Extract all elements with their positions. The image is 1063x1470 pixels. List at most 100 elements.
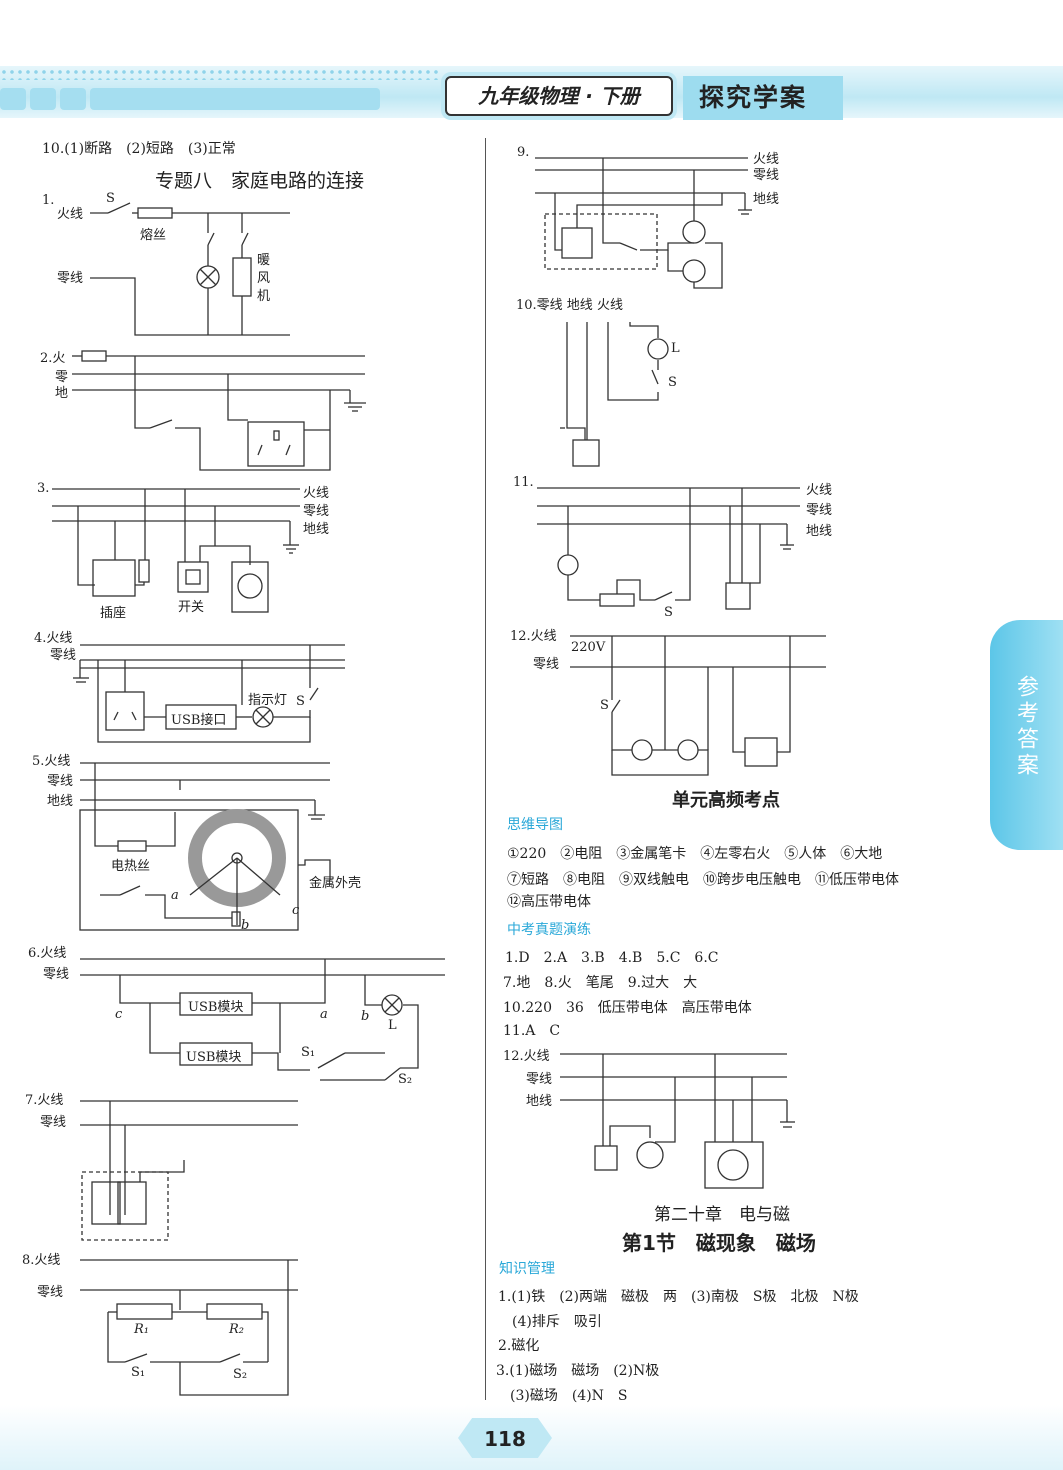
d6-a: a	[320, 1007, 328, 1022]
d6-s1: S₁	[301, 1045, 316, 1060]
mind-map-item: ⑨双线触电	[619, 872, 689, 888]
d8-r2: R₂	[229, 1322, 244, 1337]
mind-map-item: ⑧电阻	[563, 872, 605, 888]
d4-neutral: 零线	[50, 648, 77, 663]
d6-s2: S₂	[398, 1072, 413, 1087]
unit-title: 单元高频考点	[672, 790, 780, 811]
d7-neutral: 零线	[40, 1115, 67, 1130]
d12-switch: S	[600, 698, 609, 713]
circuit-diagram-11	[537, 487, 800, 610]
exam-line-3: 10.220 36 低压带电体 高压带电体	[503, 1000, 752, 1016]
circuit-diagram-2	[72, 350, 366, 471]
exam-line-4: 11.A C	[503, 1023, 561, 1039]
circuit-diagram-12b	[560, 1053, 795, 1189]
book-title: 九年级物理 · 下册	[445, 76, 673, 116]
d6-c: c	[115, 1007, 123, 1022]
d9-live: 火线	[753, 152, 780, 167]
d4-num: 4.火线	[34, 631, 73, 646]
circuit-diagram-8	[80, 1259, 298, 1396]
d11-num: 11.	[513, 475, 534, 490]
mind-map-item: ④左零右火	[700, 846, 771, 862]
d8-neutral: 零线	[37, 1285, 64, 1300]
d5-num: 5.火线	[32, 754, 71, 769]
page-number: 118	[458, 1418, 552, 1458]
d10-num: 10.零线 地线 火线	[516, 298, 623, 313]
chapter-title: 第二十章 电与磁	[654, 1205, 790, 1225]
d7-num: 7.火线	[25, 1093, 64, 1108]
d5-metal-shell: 金属外壳	[309, 876, 362, 891]
d6-usb2: USB模块	[186, 1050, 242, 1065]
circuit-diagram-7	[80, 1100, 298, 1241]
mind-map-row-3: ⑫高压带电体	[507, 894, 591, 910]
knowledge-line-3: 2.磁化	[498, 1338, 540, 1354]
d10-switch: S	[668, 375, 677, 390]
answer-q10: 10.(1)断路 (2)短路 (3)正常	[42, 141, 236, 157]
header-blocks	[0, 88, 440, 110]
d3-live: 火线	[303, 486, 330, 501]
knowledge-label: 知识管理	[499, 1261, 555, 1277]
d3-switch: 开关	[178, 600, 205, 615]
d12b-earth: 地线	[526, 1094, 553, 1109]
d5-neutral: 零线	[47, 774, 74, 789]
d4-indicator: 指示灯	[248, 693, 288, 708]
d9-num: 9.	[517, 145, 530, 160]
d12-num: 12.火线	[510, 629, 557, 644]
exam-line-1: 1.D 2.A 3.B 4.B 5.C 6.C	[505, 950, 719, 966]
d10-lamp: L	[671, 341, 680, 356]
d11-switch: S	[664, 605, 673, 620]
d5-b: b	[241, 918, 250, 933]
d6-neutral: 零线	[43, 967, 70, 982]
d4-switch: S	[296, 694, 305, 709]
knowledge-line-4: 3.(1)磁场 磁场 (2)N极	[496, 1363, 660, 1379]
d1-live: 火线	[57, 207, 84, 222]
d8-num: 8.火线	[22, 1253, 61, 1268]
d8-s1: S₁	[131, 1365, 146, 1380]
d3-neutral: 零线	[303, 504, 330, 519]
section-title: 第1节 磁现象 磁场	[622, 1231, 816, 1255]
circuit-diagram-1	[90, 202, 290, 336]
d4-usb: USB接口	[171, 713, 227, 728]
side-tab-answers[interactable]: 参考答案	[990, 620, 1063, 850]
d5-heating-wire: 电热丝	[111, 859, 151, 874]
knowledge-line-5: (3)磁场 (4)N S	[496, 1388, 628, 1404]
exam-label: 中考真题演练	[507, 922, 591, 938]
d11-earth: 地线	[806, 524, 833, 539]
d3-earth: 地线	[303, 522, 330, 537]
d12b-num: 12.火线	[503, 1049, 550, 1064]
d3-num: 3.	[37, 481, 50, 496]
d5-a: a	[171, 888, 179, 903]
knowledge-line-1: 1.(1)铁 (2)两端 磁极 两 (3)南极 S极 北极 N极	[498, 1289, 859, 1305]
d12-neutral: 零线	[533, 657, 560, 672]
mind-map-item: ③金属笔卡	[616, 846, 687, 862]
d1-num: 1.	[42, 193, 55, 208]
d12b-neutral: 零线	[526, 1072, 553, 1087]
circuit-diagram-3	[52, 488, 300, 613]
exam-line-2: 7.地 8.火 笔尾 9.过大 大	[503, 975, 698, 991]
d11-live: 火线	[806, 483, 833, 498]
circuit-diagram-12	[570, 635, 826, 776]
d6-usb1: USB模块	[188, 1000, 244, 1015]
d1-neutral: 零线	[57, 271, 84, 286]
d9-earth: 地线	[753, 192, 780, 207]
mind-map-item: ⑥大地	[840, 846, 883, 862]
d1-fuse: 熔丝	[140, 228, 167, 243]
d11-neutral: 零线	[806, 503, 833, 518]
mind-map-item: ①220	[507, 846, 547, 862]
d6-lamp: L	[388, 1018, 397, 1033]
circuit-diagram-5	[79, 762, 331, 931]
header-decoration	[0, 68, 440, 80]
mind-map-item: ⑪低压带电体	[815, 872, 899, 888]
d5-earth: 地线	[47, 794, 74, 809]
d2-earth: 地	[55, 386, 69, 401]
mind-map-item: ⑤人体	[784, 846, 827, 862]
d3-socket: 插座	[100, 606, 127, 621]
column-divider	[485, 138, 486, 1400]
d8-s2: S₂	[233, 1367, 248, 1382]
d2-num: 2.火	[40, 351, 66, 366]
d1-switch: S	[106, 191, 115, 206]
circuit-diagram-4	[73, 644, 345, 743]
circuit-diagram-9	[535, 157, 752, 289]
